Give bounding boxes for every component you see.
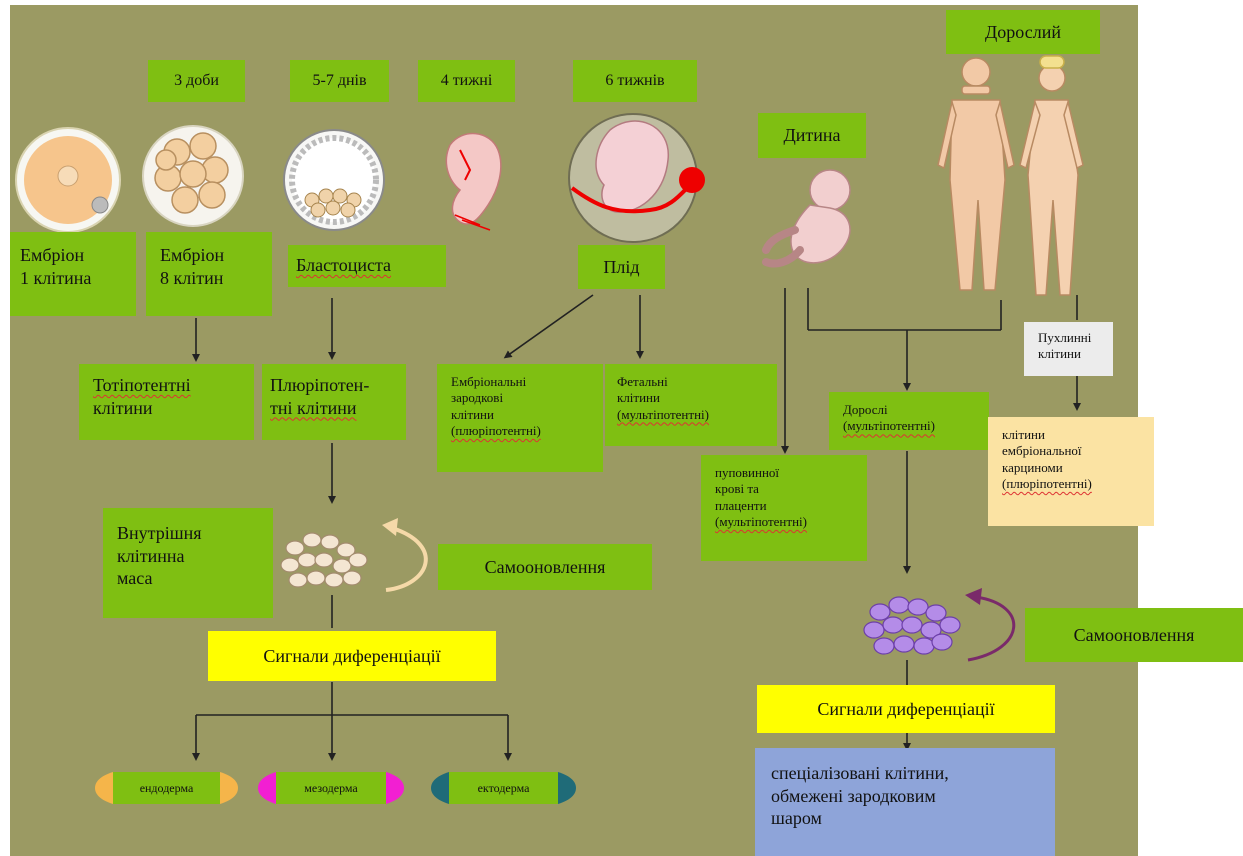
stage-label-5-7-days: 5-7 днів <box>290 60 389 102</box>
single-cell-embryo-icon <box>16 128 120 232</box>
inner-cell-mass-icon <box>281 533 367 587</box>
stage-label-adult: Дорослий <box>946 10 1100 54</box>
adult-stem-cell-cluster-icon <box>864 597 960 654</box>
stage-label-6-weeks: 6 тижнів <box>573 60 697 102</box>
four-week-embryo-icon <box>446 134 500 230</box>
fetus-label: Плід <box>578 245 665 289</box>
adult-cells-label: Дорослі(мультіпотентні) <box>829 392 989 450</box>
blastocyst-icon <box>284 130 384 230</box>
six-week-fetus-icon <box>569 114 705 242</box>
blastocyst-label: Бластоциста <box>288 245 446 287</box>
adult-man-icon <box>938 58 1014 290</box>
adult-woman-icon <box>1020 56 1083 295</box>
stage-label-4-weeks: 4 тижні <box>418 60 515 102</box>
pluripotent-cells-label: Плюріпотен-тні клітини <box>262 364 406 440</box>
self-renewal-right-label: Самооновлення <box>1025 608 1243 662</box>
eight-cell-embryo-icon <box>143 126 243 226</box>
differentiation-signals-right-label: Сигнали диференціації <box>757 685 1055 733</box>
self-renewal-left-label: Самооновлення <box>438 544 652 590</box>
baby-icon <box>766 170 850 264</box>
differentiation-signals-left-label: Сигнали диференціації <box>208 631 496 681</box>
endoderm-pill: ендодерма <box>95 772 238 804</box>
stage-label-child: Дитина <box>758 113 866 158</box>
specialized-cells-label: спеціалізовані клітини,обмежені зародков… <box>755 748 1055 856</box>
stage-label-3-days: 3 доби <box>148 60 245 102</box>
ectoderm-pill: ектодерма <box>431 772 576 804</box>
mesoderm-pill: мезодерма <box>258 772 404 804</box>
